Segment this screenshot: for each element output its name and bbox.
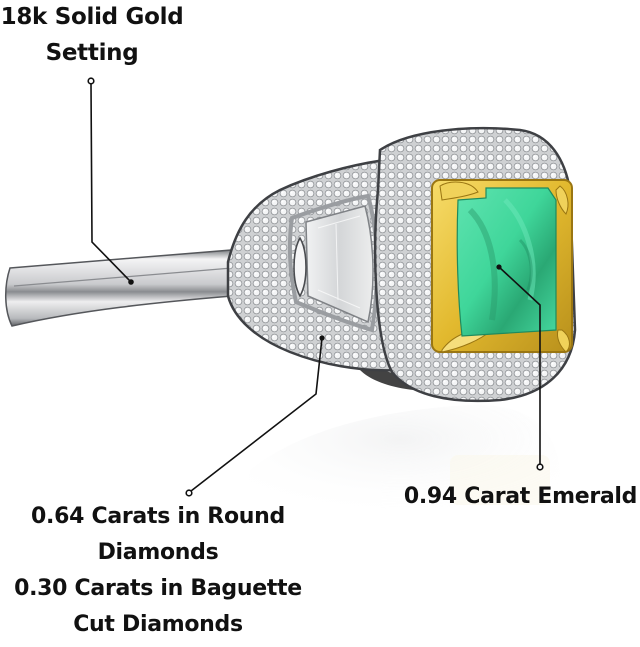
leader-line-diamonds [185,335,325,497]
leader-line-setting [87,77,134,285]
ring-shank [5,249,233,327]
label-gold-setting-line-2: Setting [45,40,139,66]
label-diamonds-line-4: Cut Diamonds [73,612,243,637]
label-diamonds-line-3: 0.30 Carats in Baguette [14,576,302,601]
label-diamonds-line-1: 0.64 Carats in Round [31,504,285,529]
ring-reflection [240,404,560,520]
label-diamonds: 0.64 Carats in Round Diamonds 0.30 Carat… [8,503,308,647]
emerald-stone [456,187,557,337]
label-emerald: 0.94 Carat Emerald [398,486,640,508]
label-gold-setting: 18k Solid Gold Setting [0,4,192,76]
leader-line-emerald [496,264,544,471]
baguette-diamond [293,205,374,324]
label-emerald-line-1: 0.94 Carat Emerald [403,484,638,509]
label-diamonds-line-2: Diamonds [97,540,219,565]
label-gold-setting-line-1: 18k Solid Gold [0,4,184,30]
